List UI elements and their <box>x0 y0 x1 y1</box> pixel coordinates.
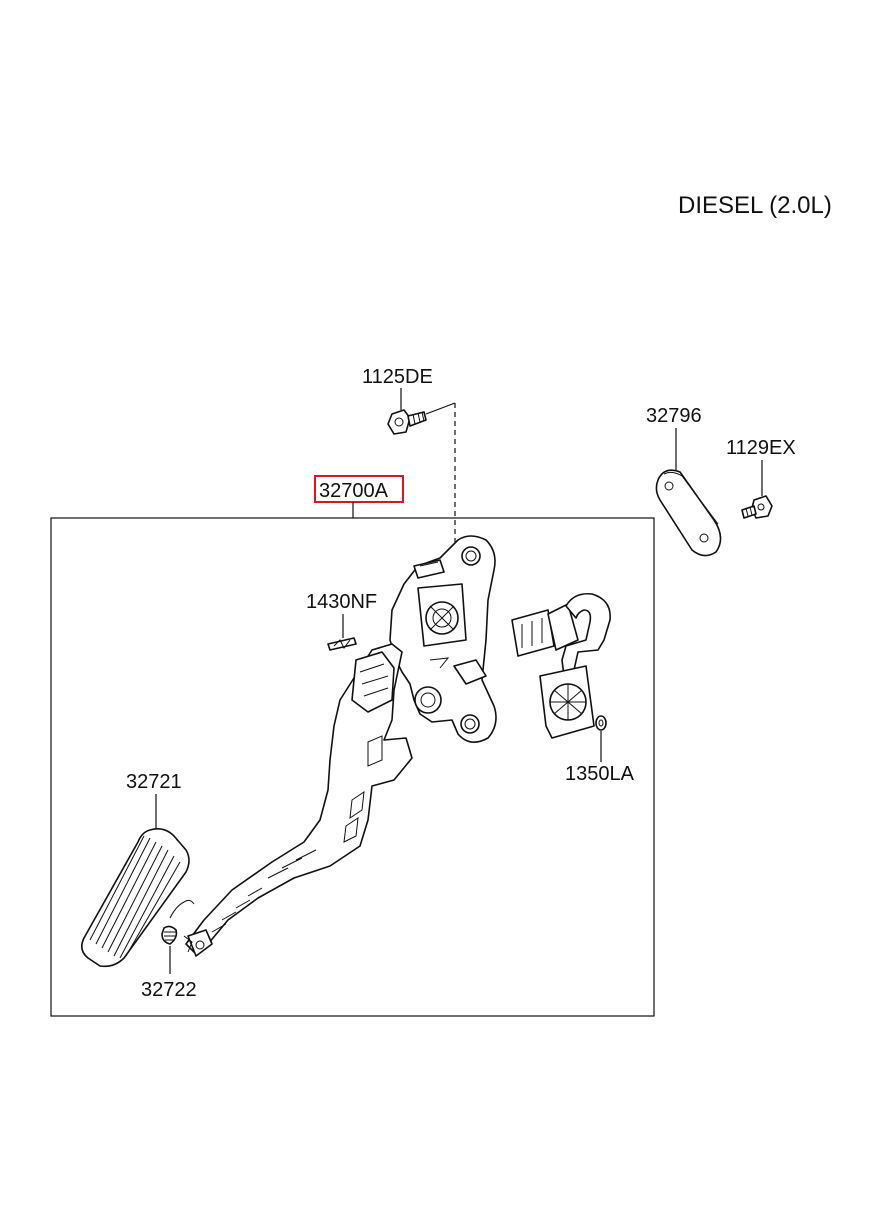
nut-1350la <box>595 715 607 731</box>
bolt-1125de <box>387 409 427 435</box>
callout-1129ex: 1129EX <box>726 437 796 459</box>
callout-32796: 32796 <box>646 405 702 427</box>
bolt-leader-line <box>425 402 456 415</box>
engine-label: DIESEL (2.0L) <box>678 192 832 219</box>
pedal-bracket <box>389 535 497 743</box>
screw-1129ex <box>741 495 773 519</box>
callout-32700a-highlight <box>314 475 404 503</box>
callout-1125de: 1125DE <box>362 366 433 388</box>
plate-32796 <box>655 469 722 557</box>
callout-32700a: 32700A <box>319 480 389 502</box>
sensor-connector <box>511 592 611 739</box>
callout-32722: 32722 <box>141 979 197 1001</box>
callout-1430nf: 1430NF <box>306 591 377 613</box>
pedal-arm <box>185 643 413 957</box>
callout-1350la: 1350LA <box>565 763 635 785</box>
callout-32721: 32721 <box>126 771 182 793</box>
clip-1430nf <box>327 637 357 651</box>
spring-32722 <box>161 899 195 953</box>
pedal-pad-32721 <box>80 828 190 968</box>
